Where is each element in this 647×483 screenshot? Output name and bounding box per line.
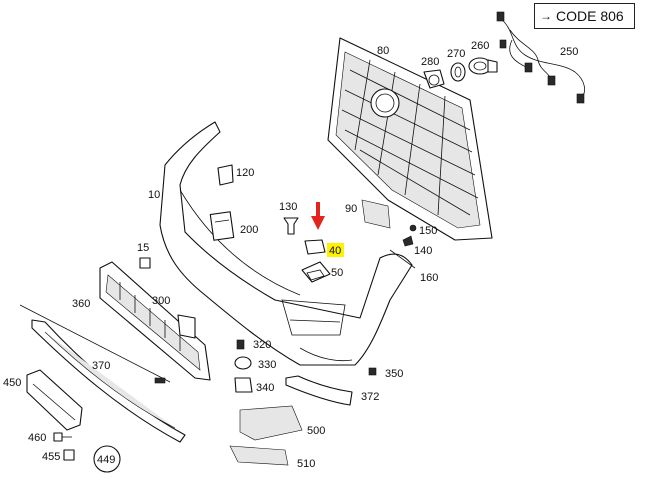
label-280: 280 xyxy=(421,56,439,68)
label-80: 80 xyxy=(377,45,389,57)
label-50: 50 xyxy=(331,267,343,279)
label-270: 270 xyxy=(447,48,465,60)
label-15: 15 xyxy=(137,242,149,254)
label-460: 460 xyxy=(28,432,46,444)
red-pointer-arrow-icon xyxy=(311,202,325,230)
control-unit-part-200 xyxy=(209,211,235,241)
label-130: 130 xyxy=(279,201,297,213)
trim-strip-part-360 xyxy=(19,304,171,383)
label-10: 10 xyxy=(148,189,160,201)
label-449: 449 xyxy=(97,454,115,466)
right-arrow-icon: → xyxy=(540,9,552,23)
lower-grille-part-510 xyxy=(229,445,289,466)
label-320: 320 xyxy=(253,339,271,351)
sensor-part-260 xyxy=(468,57,498,75)
sensor-holder-part-340 xyxy=(234,377,253,393)
sensor-holder-part-40 xyxy=(304,239,326,255)
license-plate-bracket-part-450 xyxy=(26,369,83,431)
impact-absorber-part-300 xyxy=(99,261,211,381)
label-90: 90 xyxy=(345,203,357,215)
label-160: 160 xyxy=(420,272,438,284)
label-340: 340 xyxy=(256,382,274,394)
sensor-part-320 xyxy=(236,339,245,350)
code-806-box: → CODE 806 xyxy=(534,3,635,29)
label-260: 260 xyxy=(471,40,489,52)
code-label: CODE 806 xyxy=(556,8,624,24)
label-300: 300 xyxy=(152,295,170,307)
label-330: 330 xyxy=(258,359,276,371)
label-370: 370 xyxy=(92,360,110,372)
bolt-part-140 xyxy=(402,235,414,247)
label-250: 250 xyxy=(560,46,578,58)
trim-strip-end xyxy=(154,377,166,384)
clip-part-350 xyxy=(368,367,377,376)
sensor-ring-part-270 xyxy=(450,62,466,82)
clip-part-130 xyxy=(283,217,299,235)
wiring-harness-part-250 xyxy=(496,11,585,104)
screw-part-150 xyxy=(409,224,417,232)
fog-grille-part-500 xyxy=(239,405,303,441)
trim-part-372 xyxy=(285,375,353,406)
label-455: 455 xyxy=(42,451,60,463)
label-372: 372 xyxy=(361,391,379,403)
sensor-part-330 xyxy=(234,356,252,370)
label-150: 150 xyxy=(419,225,437,237)
screw-part-460 xyxy=(53,432,72,442)
label-140: 140 xyxy=(414,245,432,257)
part-40-highlight xyxy=(327,243,344,257)
trim-part-160 xyxy=(389,249,416,269)
sensor-holder-part-280 xyxy=(423,69,445,89)
clip-part-50 xyxy=(306,269,325,281)
lower-spoiler-part-370 xyxy=(31,319,186,443)
label-200: 200 xyxy=(240,224,258,236)
label-500: 500 xyxy=(307,425,325,437)
radiator-grille-part-80 xyxy=(327,37,493,241)
cap-part-455 xyxy=(63,449,75,461)
label-360: 360 xyxy=(72,298,90,310)
bumper-cover-part-10 xyxy=(159,121,413,366)
badge-part-449 xyxy=(93,445,121,473)
clip-part-15 xyxy=(139,257,151,269)
bracket-part-120 xyxy=(217,164,234,186)
label-40: 40 xyxy=(329,245,341,257)
label-510: 510 xyxy=(297,458,315,470)
label-350: 350 xyxy=(385,368,403,380)
label-450: 450 xyxy=(3,377,21,389)
grille-insert-part-90 xyxy=(361,199,391,229)
label-120: 120 xyxy=(236,167,254,179)
